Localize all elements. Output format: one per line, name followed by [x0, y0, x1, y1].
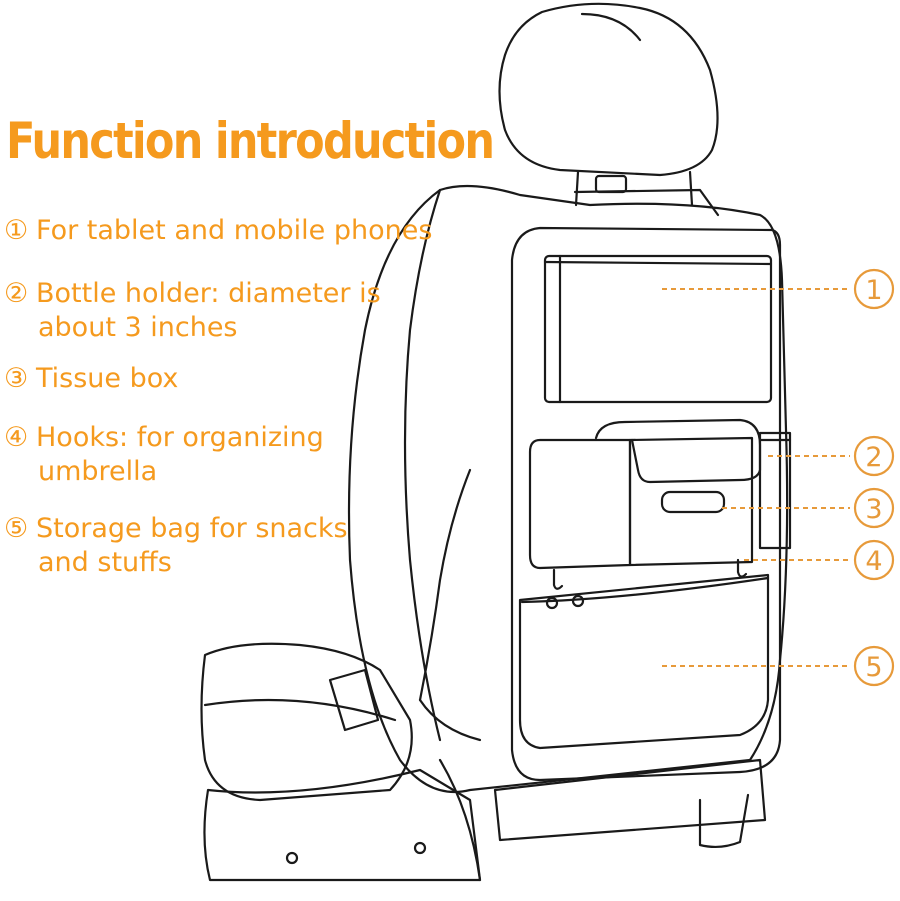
page-title: Function introduction — [6, 112, 495, 170]
seat-cushion — [200, 642, 413, 802]
tablet-pocket — [543, 254, 773, 404]
feature-text-4a: Hooks: for organizing — [36, 422, 324, 453]
left-pocket — [528, 438, 632, 570]
tissue-slot — [660, 490, 726, 514]
seat-belt-buckle — [328, 668, 380, 732]
headrest-post-left — [574, 170, 580, 207]
tissue-lid — [594, 418, 762, 484]
storage-bag — [518, 573, 770, 750]
callout-number-5: 5 — [865, 652, 882, 683]
callout-marker-2: 2 — [853, 435, 895, 477]
organizer-board — [510, 226, 782, 782]
callout-marker-4: 4 — [853, 539, 895, 581]
feature-marker-2: ② — [4, 278, 29, 309]
buckle — [594, 174, 628, 194]
headrest-inner — [580, 12, 642, 42]
callout-number-3: 3 — [865, 494, 882, 525]
callout-marker-5: 5 — [853, 645, 895, 687]
callout-number-4: 4 — [865, 546, 882, 577]
seat-back-side — [347, 184, 789, 794]
zipper — [520, 576, 770, 604]
bottle-holder — [758, 431, 792, 550]
feature-text-2a: Bottle holder: diameter is — [36, 278, 381, 309]
callout-marker-1: 1 — [853, 268, 895, 310]
callout-marker-3: 3 — [853, 487, 895, 529]
headrest-post-right — [688, 170, 694, 207]
feature-text-5b: and stuffs — [38, 547, 172, 578]
hook-right — [736, 558, 748, 578]
feature-text-4b: umbrella — [38, 456, 158, 487]
feature-text-1: For tablet and mobile phones — [36, 215, 433, 246]
callout-number-1: 1 — [865, 275, 882, 306]
feature-text-2b: about 3 inches — [38, 312, 238, 343]
hook-left — [552, 568, 564, 590]
headrest — [498, 2, 719, 177]
feature-marker-4: ④ — [4, 422, 29, 453]
callout-number-2: 2 — [865, 442, 882, 473]
seat-rail — [493, 758, 767, 842]
feature-text-5a: Storage bag for snacks — [36, 513, 348, 544]
feature-text-3: Tissue box — [36, 363, 179, 394]
tissue-box — [628, 436, 754, 567]
callout-lines — [662, 288, 850, 667]
feature-marker-1: ① — [4, 215, 29, 246]
side-strap — [418, 468, 472, 702]
seat-back-edge — [403, 188, 442, 742]
callout-markers: 1 2 3 4 5 — [853, 268, 895, 687]
seat-base — [203, 768, 482, 882]
feature-marker-5: ⑤ — [4, 513, 29, 544]
strap-top — [573, 188, 720, 217]
feature-marker-3: ③ — [4, 363, 29, 394]
